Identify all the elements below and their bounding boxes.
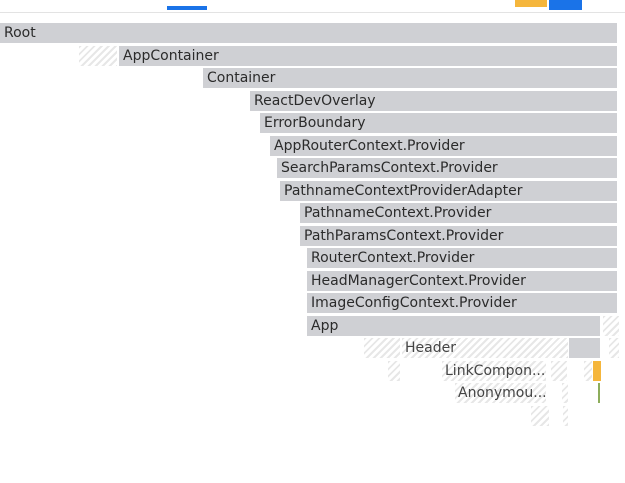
- flamegraph-node-unrendered: [531, 406, 549, 426]
- active-tab-indicator: [167, 6, 207, 10]
- flamegraph-node-tiny[interactable]: [598, 383, 600, 403]
- flamegraph-node-reactdevoverlay[interactable]: ReactDevOverlay: [250, 91, 619, 111]
- flamegraph-node-imageconfigcontext-provider[interactable]: ImageConfigContext.Provider: [307, 293, 619, 313]
- flamegraph-node-unrendered: [551, 361, 567, 381]
- flamegraph-node-header[interactable]: Header: [402, 338, 568, 358]
- flamegraph-node-highlight[interactable]: [593, 361, 601, 381]
- flamegraph-node-pathnamecontextprovideradapter[interactable]: PathnameContextProviderAdapter: [280, 181, 619, 201]
- flamegraph-node-pathparamscontext-provider[interactable]: PathParamsContext.Provider: [300, 226, 619, 246]
- flamegraph-node-headmanagercontext-provider[interactable]: HeadManagerContext.Provider: [307, 271, 619, 291]
- profiler-toolbar: [0, 0, 625, 13]
- flamegraph-node-errorboundary[interactable]: ErrorBoundary: [260, 113, 619, 133]
- flamegraph-node-searchparamscontext-provider[interactable]: SearchParamsContext.Provider: [277, 158, 619, 178]
- flamegraph-node-unrendered: [562, 383, 568, 403]
- flamegraph-node-unrendered: [603, 316, 619, 336]
- flamegraph-node-unrendered: [563, 406, 568, 426]
- flamegraph-node-unlabeled[interactable]: [569, 338, 602, 358]
- flamegraph-node-app[interactable]: App: [307, 316, 602, 336]
- commit-bar-selected[interactable]: [549, 0, 582, 10]
- flamegraph-node-unrendered: [584, 361, 592, 381]
- flamegraph-node-root[interactable]: Root: [0, 23, 619, 43]
- flamegraph-node-container[interactable]: Container: [203, 68, 619, 88]
- flamegraph-node-approutercontext-provider[interactable]: AppRouterContext.Provider: [270, 136, 619, 156]
- flamegraph-node-unrendered: [609, 338, 619, 358]
- flamegraph-node-unrendered: [364, 338, 400, 358]
- flamegraph-node-unrendered: [79, 46, 117, 66]
- flamegraph-node-anonymous[interactable]: Anonymou...: [455, 383, 546, 403]
- flamegraph-node-routercontext-provider[interactable]: RouterContext.Provider: [307, 248, 619, 268]
- flamegraph-node-linkcomponent[interactable]: LinkCompon...: [442, 361, 546, 381]
- commit-bar[interactable]: [515, 0, 547, 7]
- flamegraph-node-unrendered: [388, 361, 400, 381]
- flamegraph-node-pathnamecontext-provider[interactable]: PathnameContext.Provider: [300, 203, 619, 223]
- flamegraph-node-appcontainer[interactable]: AppContainer: [119, 46, 619, 66]
